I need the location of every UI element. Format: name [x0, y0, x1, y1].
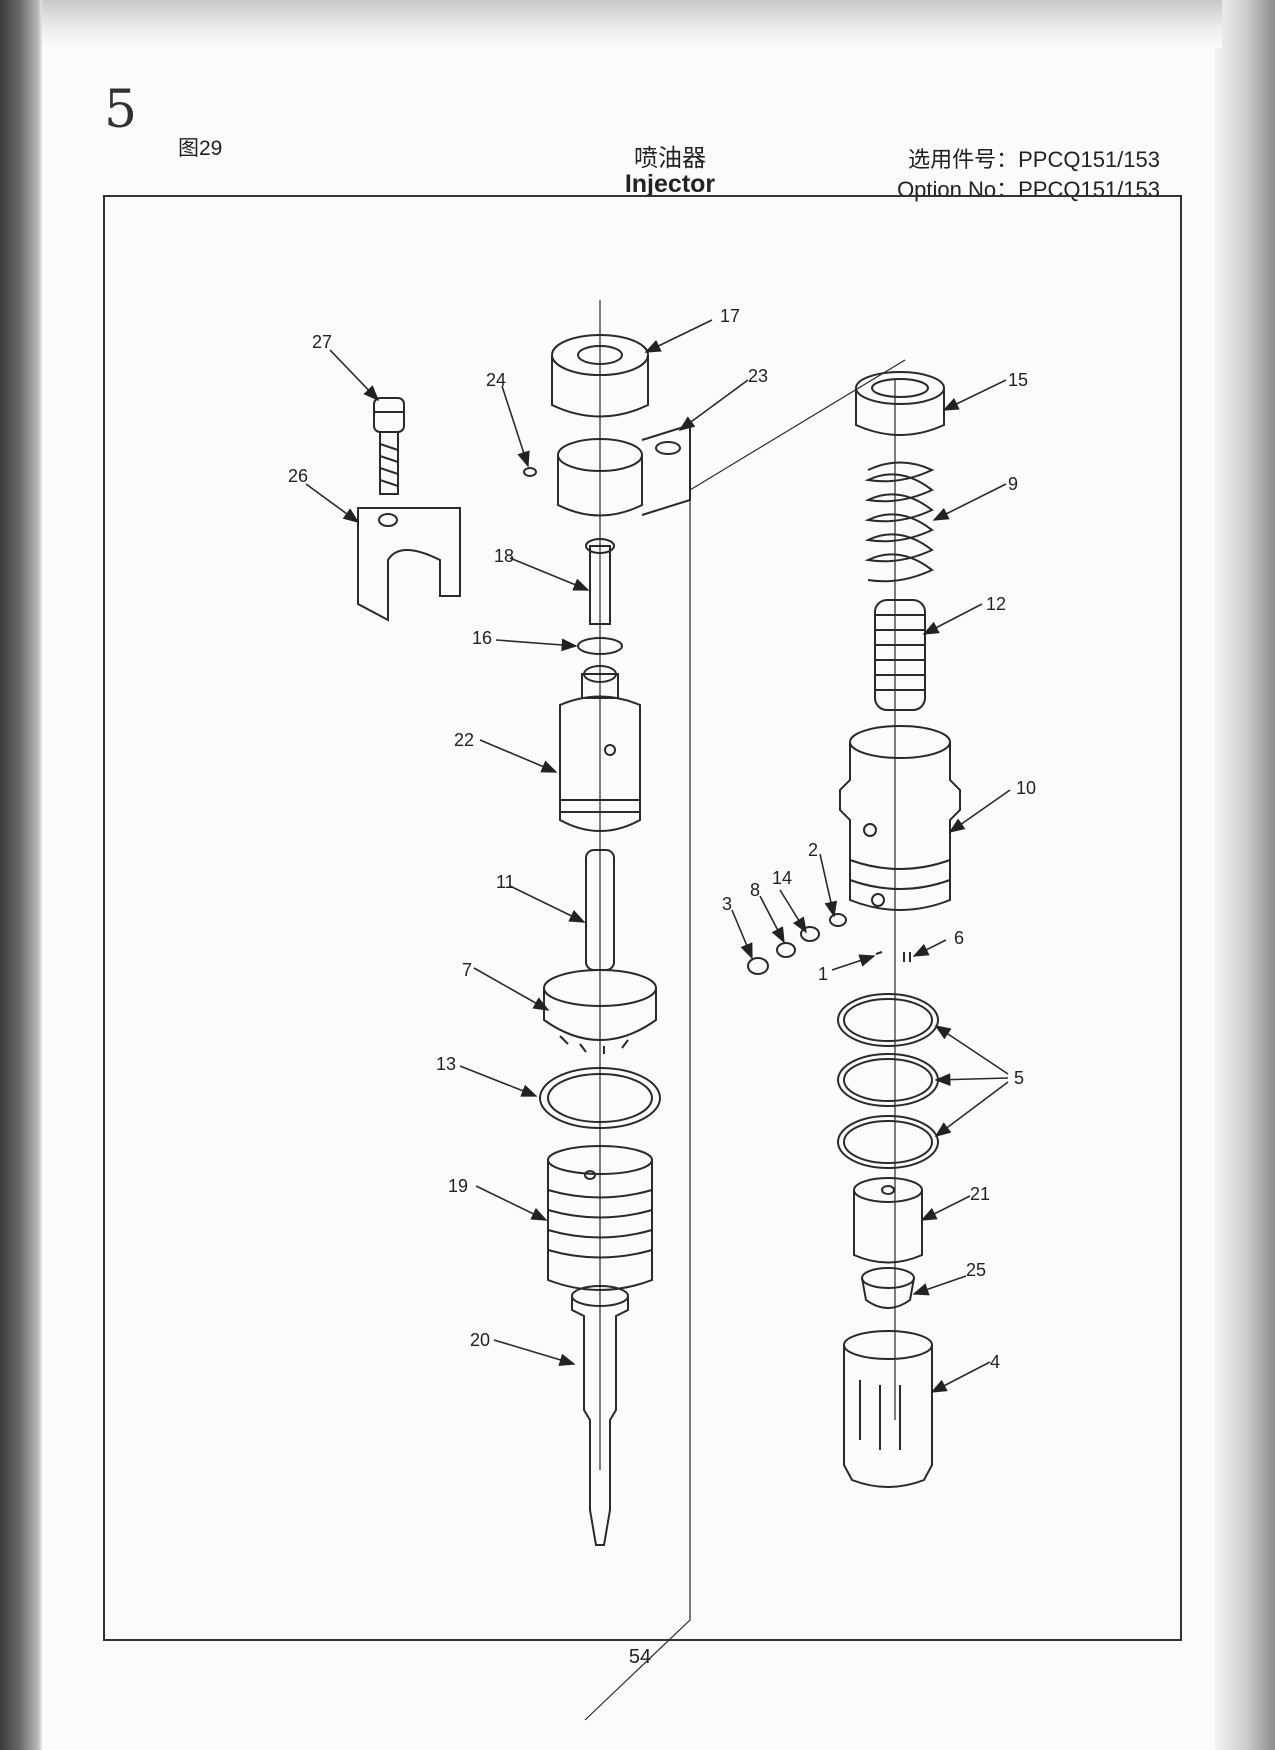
callout-15: 15	[1008, 370, 1028, 390]
assembly-centerlines	[584, 300, 906, 1721]
part-18-plunger	[585, 538, 615, 625]
callout-7: 7	[462, 960, 472, 980]
small-parts-3-8-14-2-1-6	[747, 913, 911, 975]
callout-14: 14	[772, 868, 792, 888]
callout-leaders	[305, 319, 1011, 1393]
callout-4: 4	[990, 1352, 1000, 1372]
part-4-nozzle-nut	[843, 1330, 933, 1488]
callout-27: 27	[312, 332, 332, 352]
part-5-o-rings	[837, 993, 939, 1169]
callout-16: 16	[472, 628, 492, 648]
part-24-pin	[523, 467, 537, 477]
part-10-body	[839, 725, 961, 911]
book-binding-shadow	[0, 0, 42, 1750]
callout-23: 23	[748, 366, 768, 386]
part-12-inner-spring	[874, 599, 926, 711]
part-17-cap-nut	[551, 334, 649, 418]
part-20-nozzle	[571, 1285, 629, 1546]
page-number: 54	[628, 1646, 652, 1668]
page-title-en: Injector	[624, 170, 716, 198]
callout-3: 3	[722, 894, 732, 914]
option-number-en: Option No：PPCQ151/153	[897, 177, 1160, 202]
callout-18: 18	[494, 546, 514, 566]
callout-13: 13	[436, 1054, 456, 1074]
callout-5: 5	[1014, 1068, 1024, 1088]
figure-number: 图29	[178, 137, 223, 160]
part-26-clamp	[357, 507, 461, 622]
callout-21: 21	[970, 1184, 990, 1204]
part-22-barrel	[559, 665, 641, 832]
callout-20: 20	[470, 1330, 490, 1350]
part-7-ring-nut	[543, 969, 657, 1054]
callout-1: 1	[818, 964, 828, 984]
callout-labels: 27 26 17 24 23 18 16 22 11 7 13 19 20 15…	[288, 306, 1036, 1372]
part-16-circlip	[577, 637, 623, 655]
page-title-cn: 喷油器	[634, 145, 706, 172]
part-21-spacer	[853, 1177, 923, 1264]
callout-11: 11	[496, 872, 515, 892]
handwritten-mark: 5	[104, 80, 138, 140]
callout-12: 12	[986, 594, 1006, 614]
callout-9: 9	[1008, 474, 1018, 494]
callout-25: 25	[966, 1260, 986, 1280]
callout-6: 6	[954, 928, 964, 948]
callout-17: 17	[720, 306, 740, 326]
part-9-spring	[864, 461, 935, 583]
page-edge-shadow	[1215, 0, 1275, 1750]
callout-2: 2	[808, 840, 818, 860]
callout-26: 26	[288, 466, 308, 486]
part-25-valve	[861, 1267, 915, 1309]
part-19-sleeve	[547, 1145, 653, 1291]
callout-10: 10	[1016, 778, 1036, 798]
option-number-cn: 选用件号：PPCQ151/153	[908, 147, 1160, 172]
part-23-bracket	[557, 423, 691, 517]
part-27-bolt	[373, 397, 405, 495]
callout-24: 24	[486, 370, 506, 390]
part-13-o-ring	[539, 1067, 661, 1129]
callout-8: 8	[750, 880, 760, 900]
top-scan-shadow	[42, 0, 1222, 48]
diagram-frame	[103, 195, 1182, 1641]
callout-22: 22	[454, 730, 474, 750]
callout-19: 19	[448, 1176, 468, 1196]
part-15-spring-seat	[855, 371, 945, 436]
